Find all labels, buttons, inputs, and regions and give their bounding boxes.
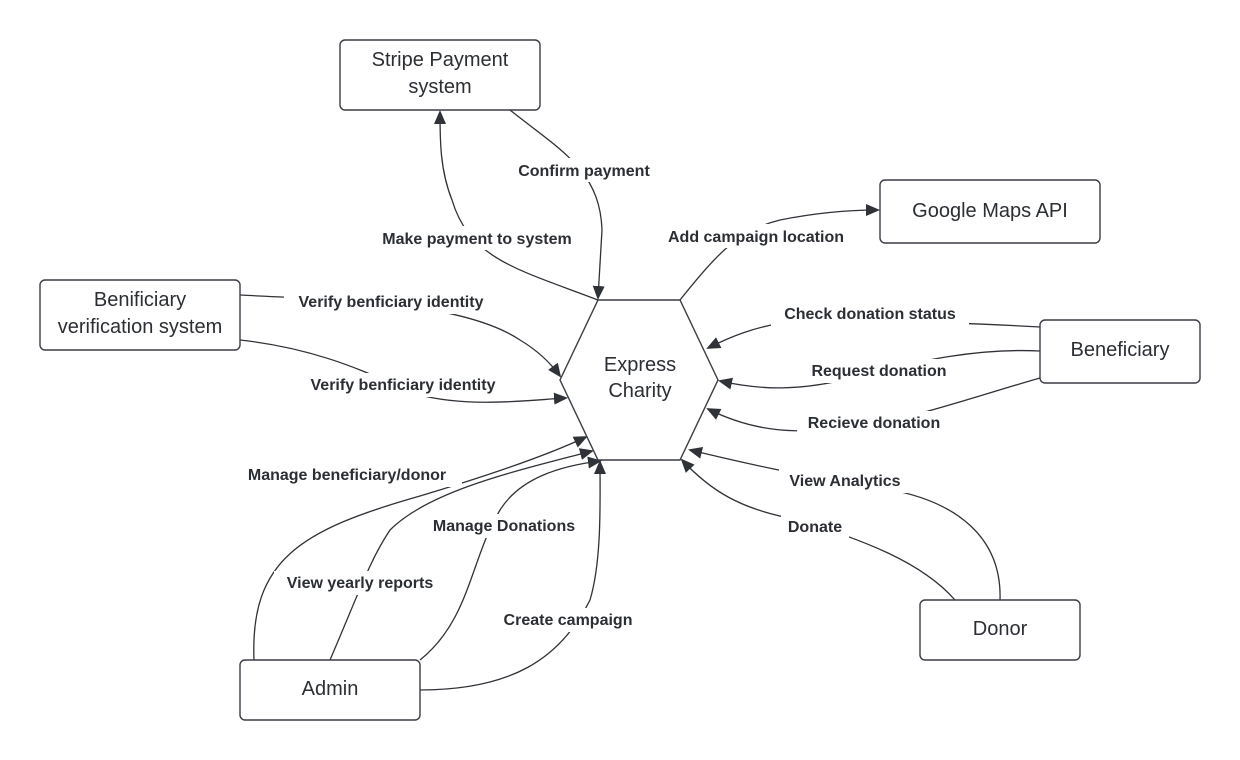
label-add-campaign-location: Add campaign location	[668, 229, 844, 246]
entity-beneficiary-label: Beneficiary	[1071, 339, 1170, 361]
label-donate: Donate	[788, 519, 842, 536]
label-manage-beneficiary-donor: Manage beneficiary/donor	[248, 467, 446, 484]
process-label-line2: Charity	[608, 380, 671, 402]
label-check-donation-status: Check donation status	[784, 306, 956, 323]
entity-verification-line1: Benificiary	[94, 289, 186, 311]
process-label-line1: Express	[604, 354, 676, 376]
entity-stripe-line2: system	[408, 76, 471, 98]
entity-verification-system: Benificiary verification system	[39, 279, 241, 351]
label-verify-identity-1: Verify benficiary identity	[299, 294, 484, 311]
edge-manage-beneficiary-donor	[253, 436, 588, 661]
entity-stripe-line1: Stripe Payment	[372, 49, 509, 71]
entity-stripe-payment: Stripe Payment system	[339, 39, 541, 111]
entity-verification-line2: verification system	[58, 316, 223, 338]
label-recieve-donation: Recieve donation	[808, 415, 940, 432]
process-hexagon	[559, 299, 719, 461]
label-verify-identity-2: Verify benficiary identity	[311, 377, 496, 394]
label-request-donation: Request donation	[811, 363, 946, 380]
entity-google-maps-api: Google Maps API	[879, 179, 1101, 244]
label-make-payment: Make payment to system	[382, 231, 571, 248]
edge-create-campaign	[419, 460, 607, 691]
edge-labels: Confirm payment Make payment to system A…	[232, 158, 969, 632]
label-create-campaign: Create campaign	[504, 612, 633, 629]
entity-beneficiary: Beneficiary	[1039, 319, 1201, 384]
entity-google-label: Google Maps API	[912, 200, 1068, 222]
label-manage-donations: Manage Donations	[433, 518, 575, 535]
entity-admin: Admin	[239, 659, 421, 721]
edge-make-payment	[434, 110, 599, 301]
entity-donor: Donor	[919, 599, 1081, 661]
label-view-yearly-reports: View yearly reports	[287, 575, 434, 592]
process-express-charity: Express Charity	[559, 299, 719, 461]
edge-confirm-payment	[509, 109, 605, 300]
label-view-analytics: View Analytics	[789, 473, 900, 490]
entity-admin-label: Admin	[302, 678, 359, 700]
edge-view-yearly-reports	[329, 448, 594, 661]
label-confirm-payment: Confirm payment	[518, 163, 650, 180]
edge-add-campaign-location	[679, 204, 880, 301]
entity-donor-label: Donor	[973, 618, 1028, 640]
